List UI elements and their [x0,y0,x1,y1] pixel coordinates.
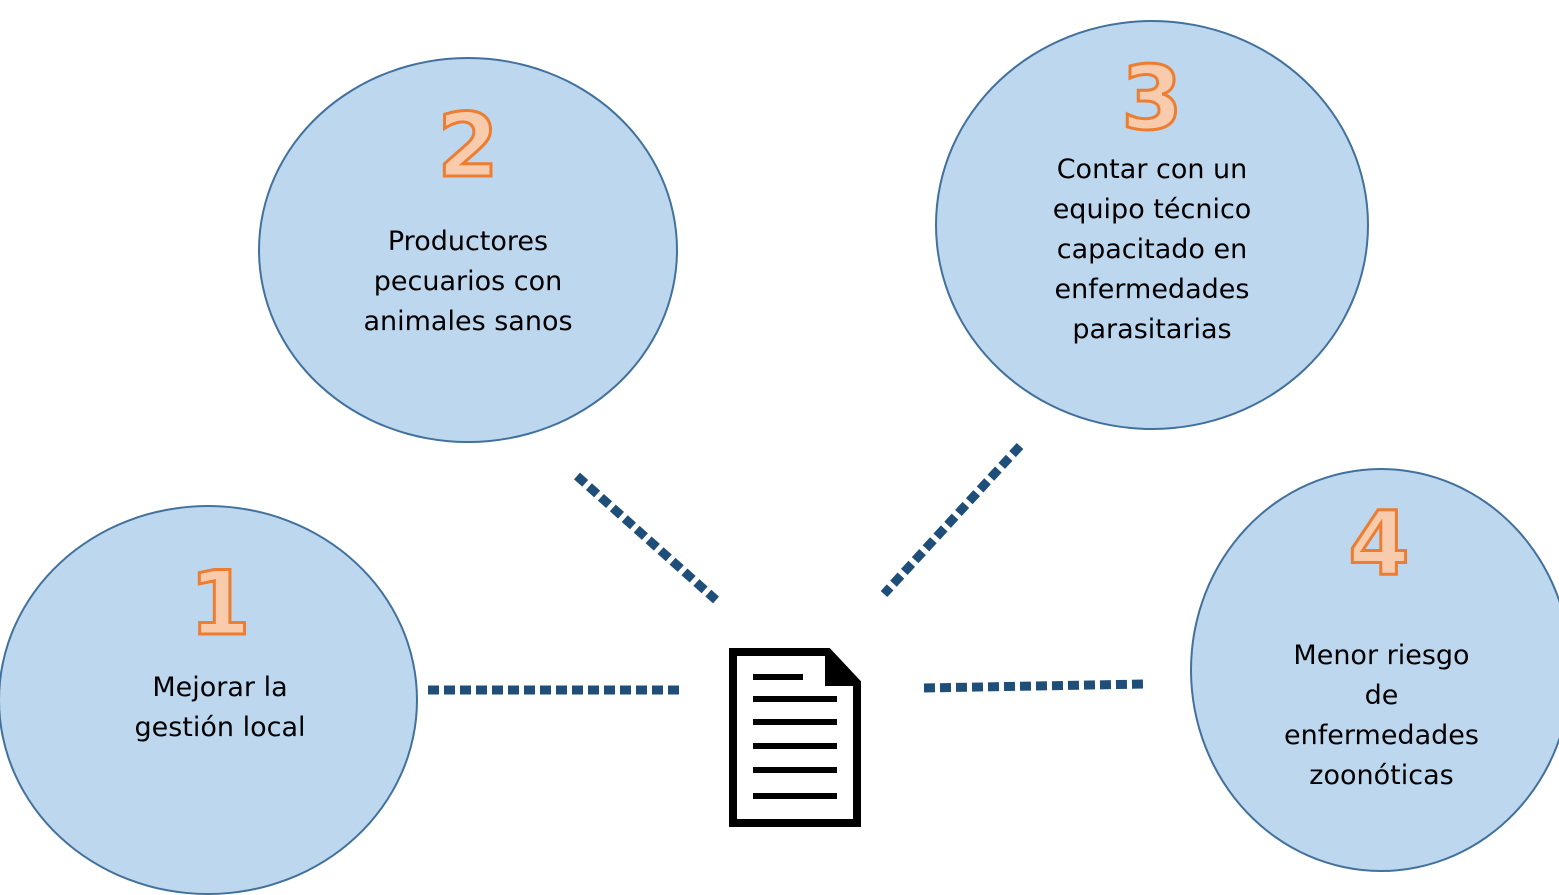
connector-3 [880,442,1024,598]
node-4-label: Menor riesgo de enfermedades zoonóticas [1284,640,1479,791]
node-4-number: 4 [1347,492,1411,595]
connector-4 [923,679,1147,693]
node-2-label: Productores pecuarios con animales sanos [363,226,573,337]
node-3-number: 3 [1120,47,1184,150]
document-icon [729,648,861,827]
node-1-label: Mejorar la gestión local [134,672,306,743]
node-2-number: 2 [436,94,500,197]
node-1-number: 1 [188,552,252,655]
node-4-ellipse [1190,468,1559,872]
node-1-ellipse [0,505,418,895]
node-3-ellipse [935,20,1369,430]
node-3-label: Contar con un equipo técnico capacitado … [1052,154,1252,345]
node-2-ellipse [258,57,678,443]
connector-2 [574,472,719,604]
